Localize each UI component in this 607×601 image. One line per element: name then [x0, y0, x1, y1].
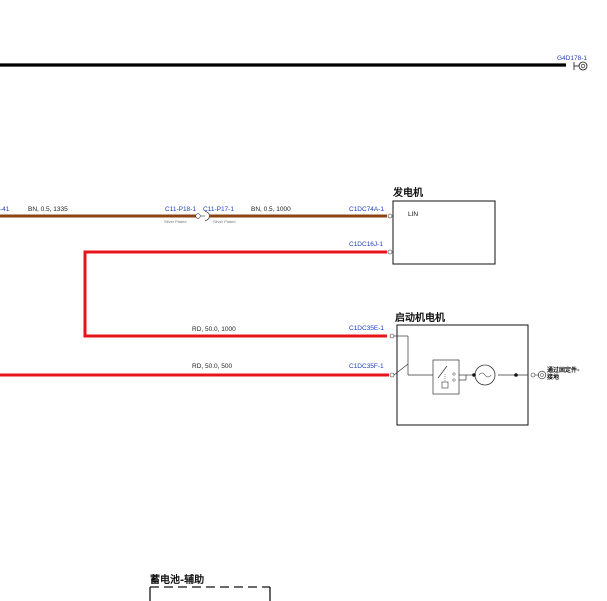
connector-label-starter-upper: C1DC35E-1 — [349, 325, 384, 332]
connector-label-generator-b: C1DC16J-1 — [349, 241, 383, 248]
red-wire-upper-spec: RD, 50.0, 1000 — [192, 326, 236, 333]
ground-terminal-starter-icon — [530, 370, 547, 380]
red-loop-wire — [83, 250, 387, 338]
starter-title: 启动机电机 — [395, 311, 445, 324]
connector-label-top-right: G4D178-1 — [557, 55, 587, 62]
red-wire-lower-spec: RD, 50.0, 500 — [192, 363, 232, 370]
brown-wire-right-spec: BN, 0.5, 1000 — [251, 206, 291, 213]
generator-pin-label: LIN — [408, 211, 418, 218]
pin-generator-lin — [387, 213, 393, 219]
ground-terminal-top-icon — [573, 61, 588, 71]
battery-title: 蓄电池-辅助 — [150, 573, 204, 586]
generator-box — [392, 200, 496, 265]
pin-generator-b — [387, 249, 393, 255]
connector-label-starter-lower: C1DC35F-1 — [349, 363, 384, 370]
connector-label-inline-right: C11-P17-1 — [203, 206, 234, 213]
solenoid-relay-icon — [432, 359, 460, 395]
starter-internal-wiring — [393, 335, 528, 381]
generator-title: 发电机 — [392, 186, 423, 199]
connector-label-generator-lin: C1DC74A-1 — [349, 206, 384, 213]
brown-wire-left-spec: BN, 0.5, 1335 — [28, 206, 68, 213]
ground-label-line2: 接地 — [546, 373, 559, 381]
inline-left-plating: Silver Plated — [164, 219, 186, 224]
pin-starter-lower — [389, 372, 395, 378]
battery-dashed-outline — [149, 586, 271, 601]
connector-label-inline-left: C11-P18-1 — [165, 206, 196, 213]
inline-right-plating: Silver Plated — [213, 219, 235, 224]
ground-label-line1: 通过固定件- — [547, 366, 580, 374]
motor-icon — [472, 364, 518, 386]
pin-starter-upper — [389, 333, 395, 339]
brown-wire-left-partial-label: -41 — [0, 206, 10, 213]
